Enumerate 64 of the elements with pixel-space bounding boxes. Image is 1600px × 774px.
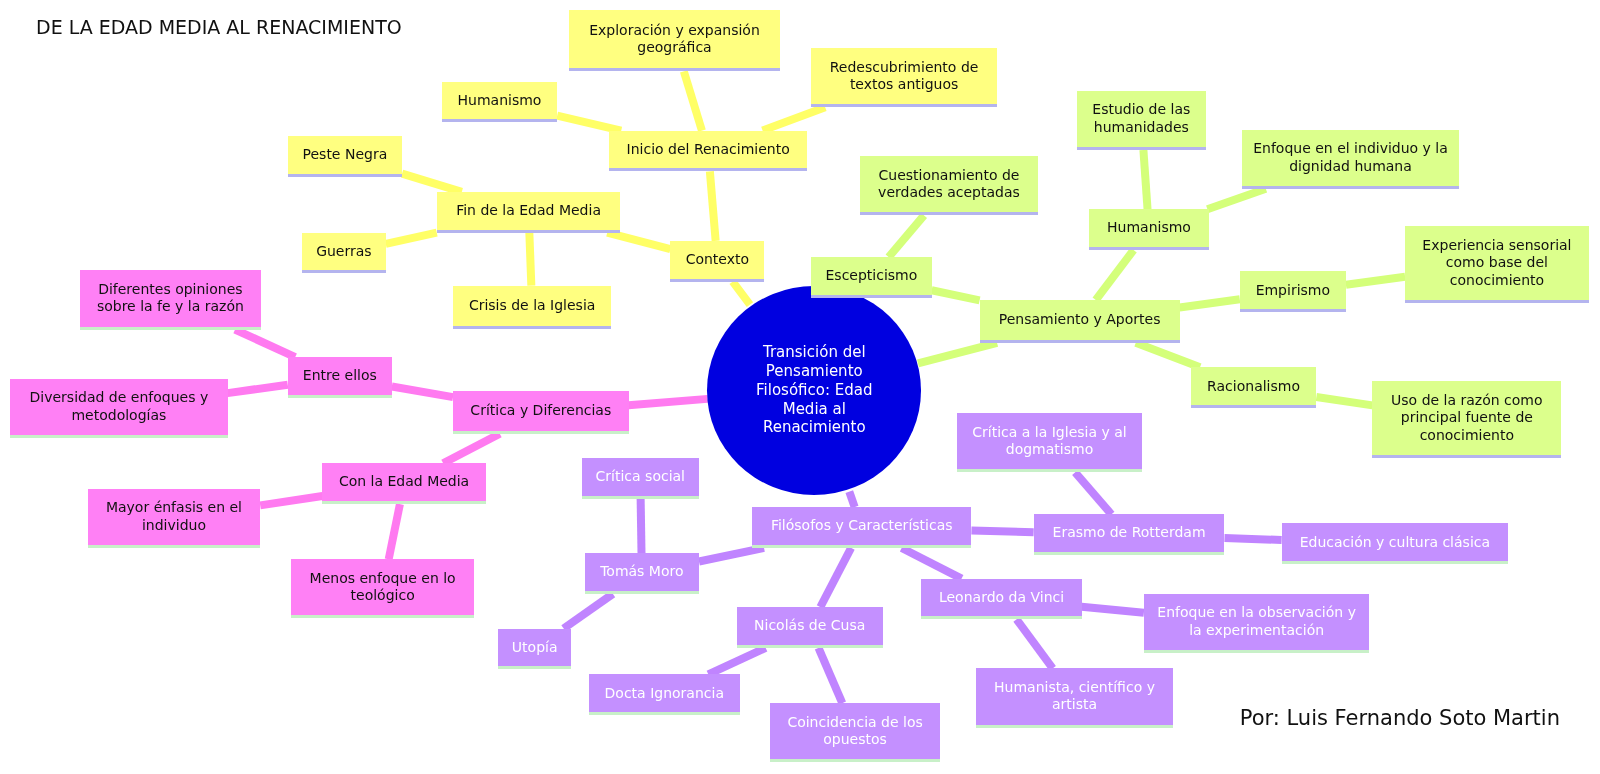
topic-box: Filósofos y Características — [752, 507, 972, 548]
connector-line — [698, 544, 765, 566]
connector-line — [680, 70, 706, 132]
connector-line — [971, 526, 1034, 537]
central-topic-circle: Transición del Pensamiento Filosófico: Edad Media al Renacimiento — [707, 285, 922, 495]
topic-box: Crítica social — [581, 458, 699, 499]
topic-box: Crítica y Diferencias — [453, 390, 629, 434]
connector-line — [384, 228, 438, 248]
connector-line — [525, 232, 536, 286]
topic-box: Cuestionamiento de verdades aceptadas — [860, 156, 1038, 216]
topic-box: Peste Negra — [287, 135, 403, 177]
topic-box: Enfoque en la observación y la experimentación — [1143, 593, 1370, 654]
topic-box: Experiencia sensorial como base del conocimiento — [1405, 225, 1589, 304]
author-credit: Por: Luis Fernando Soto Martin — [1239, 706, 1560, 730]
topic-box: Humanista, científico y artista — [975, 668, 1174, 728]
topic-box: Entre ellos — [287, 357, 392, 398]
connector-line — [1081, 602, 1145, 617]
topic-box: Enfoque en el individuo y la dignidad humana — [1241, 129, 1460, 189]
connector-line — [930, 286, 981, 305]
connector-line — [259, 492, 324, 510]
topic-box: Racionalismo — [1190, 367, 1317, 409]
topic-box: Uso de la razón como principal fuente de conocimiento — [1372, 380, 1562, 459]
topic-box: Nicolás de Cusa — [736, 607, 883, 648]
topic-box: Fin de la Edad Media — [436, 191, 621, 233]
topic-box: Diferentes opiniones sobre la fe y la razón — [79, 270, 262, 330]
connector-line — [1315, 393, 1374, 410]
connector-line — [384, 503, 404, 560]
topic-box: Crítica a la Iglesia y al dogmatismo — [957, 413, 1142, 473]
topic-box: Erasmo de Rotterdam — [1033, 514, 1225, 556]
connector-line — [391, 382, 454, 402]
topic-box: Humanismo — [1088, 209, 1210, 250]
topic-box: Utopía — [497, 628, 572, 670]
connector-line — [636, 498, 646, 554]
connector-line — [705, 171, 720, 242]
topic-box: Coincidencia de los opuestos — [770, 703, 940, 763]
topic-box: Con la Edad Media — [322, 463, 486, 505]
topic-box: Diversidad de enfoques y metodologías — [10, 378, 228, 438]
topic-box: Pensamiento y Aportes — [979, 300, 1180, 343]
topic-box: Escepticismo — [811, 257, 932, 298]
topic-box: Educación y cultura clásica — [1281, 523, 1509, 565]
connector-line — [1224, 534, 1282, 544]
connector-line — [227, 380, 289, 398]
topic-box: Crisis de la Iglesia — [453, 285, 612, 329]
connector-line — [1139, 149, 1152, 210]
topic-box: Tomás Moro — [584, 553, 699, 594]
connector-line — [556, 111, 623, 135]
topic-box: Empirismo — [1239, 271, 1346, 313]
topic-box: Inicio del Renacimiento — [609, 130, 808, 172]
topic-box: Guerras — [302, 232, 386, 274]
connector-line — [845, 490, 859, 509]
topic-box: Leonardo da Vinci — [921, 578, 1082, 620]
topic-box: Contexto — [670, 240, 765, 282]
connector-line — [814, 646, 846, 705]
connector-line — [1179, 295, 1241, 312]
topic-box: Redescubrimiento de textos antiguos — [811, 47, 997, 108]
topic-box: Mayor énfasis en el individuo — [87, 488, 261, 548]
topic-box: Docta Ignorancia — [588, 674, 740, 716]
topic-box: Menos enfoque en lo teológico — [290, 559, 475, 619]
topic-box: Humanismo — [441, 81, 558, 123]
topic-box: Estudio de las humanidades — [1076, 90, 1207, 150]
topic-box: Exploración y expansión geográfica — [569, 10, 780, 72]
connector-line — [1345, 272, 1406, 289]
connector-line — [816, 546, 855, 609]
diagram-title: DE LA EDAD MEDIA AL RENACIMIENTO — [36, 16, 402, 38]
